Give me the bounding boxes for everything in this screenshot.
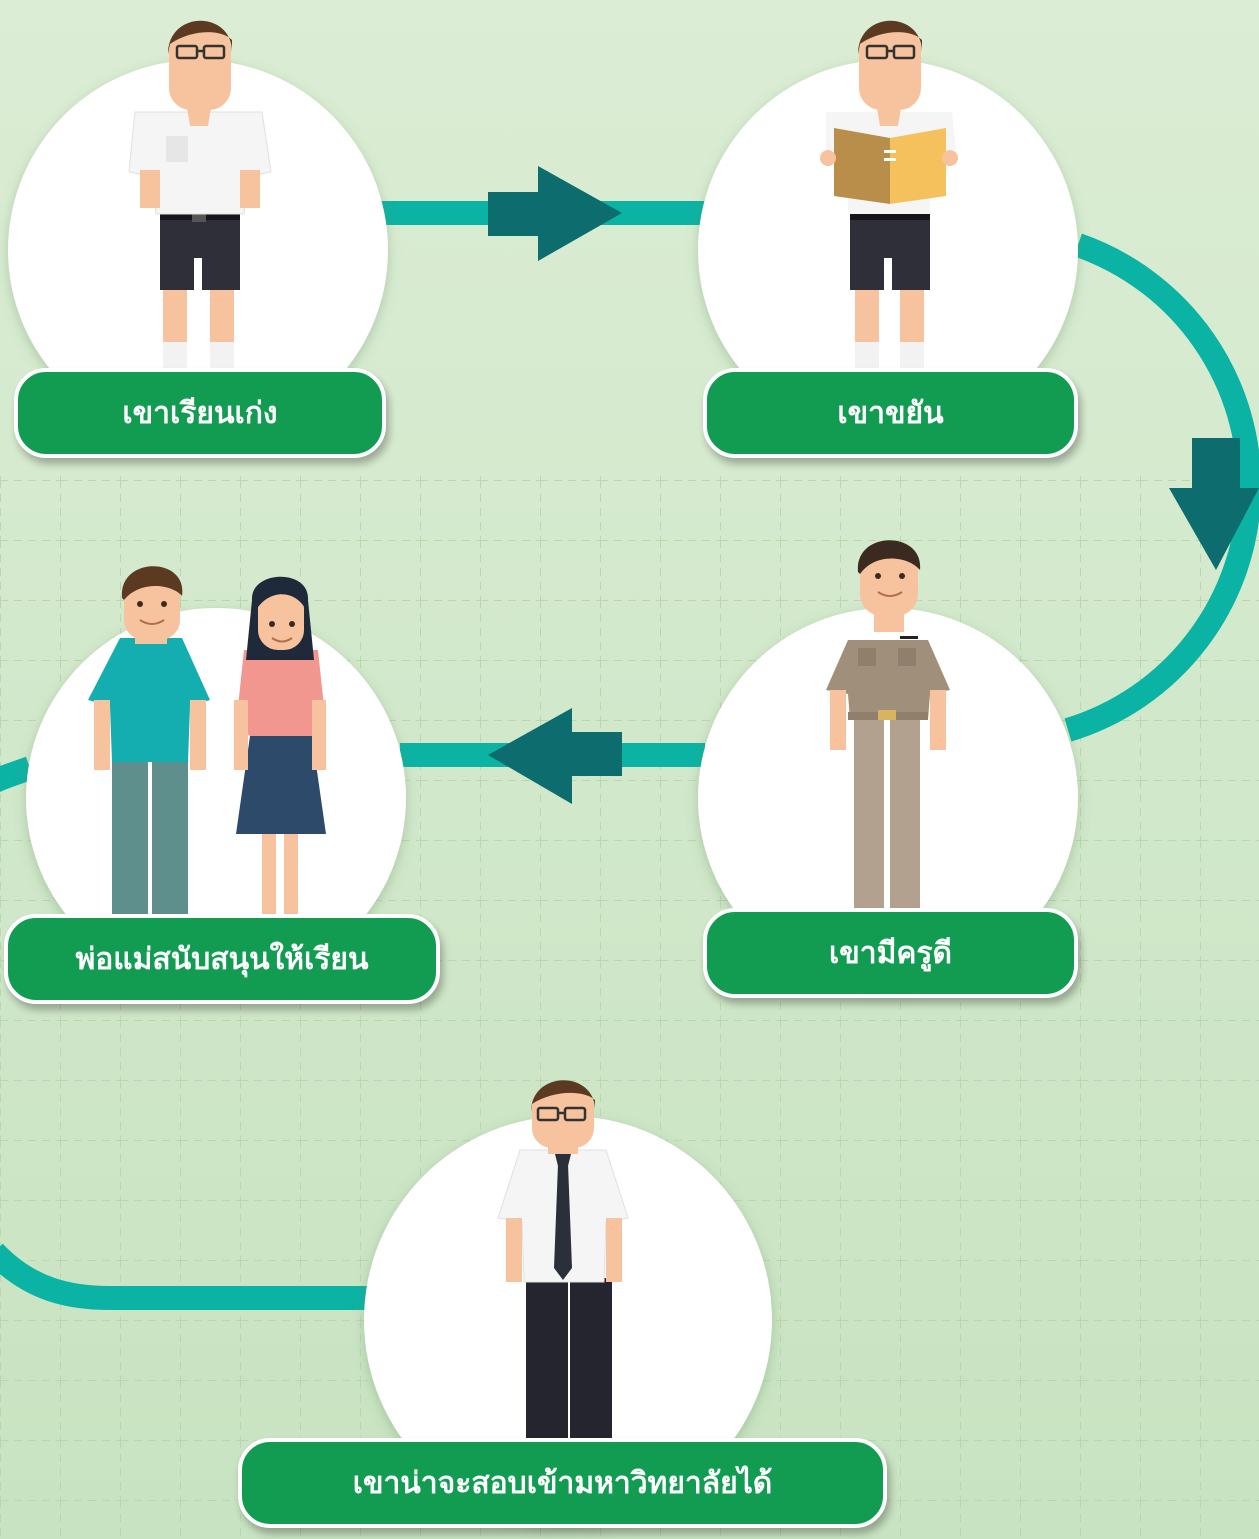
step-label-good-teacher: เขามีครูดี [703, 908, 1078, 998]
university-student-figure [497, 1080, 629, 1442]
step-label-good-student: เขาเรียนเก่ง [14, 368, 386, 458]
step-label-enter-university: เขาน่าจะสอบเข้ามหาวิทยาลัยได้ [238, 1438, 887, 1528]
arrow-down-icon [1169, 438, 1259, 570]
student-figure [128, 20, 272, 372]
arrow-left-icon [488, 708, 622, 804]
parents-figure [88, 566, 326, 920]
step-label-parents-support: พ่อแม่สนับสนุนให้เรียน [4, 914, 440, 1004]
connector-left-5 [0, 1243, 370, 1310]
teacher-figure [826, 540, 950, 912]
connector-3-left [0, 756, 35, 793]
circle-step-4 [698, 608, 1078, 988]
arrow-right-icon [488, 166, 622, 261]
student-reading-book-figure [820, 20, 958, 372]
step-label-diligent: เขาขยัน [703, 368, 1078, 458]
